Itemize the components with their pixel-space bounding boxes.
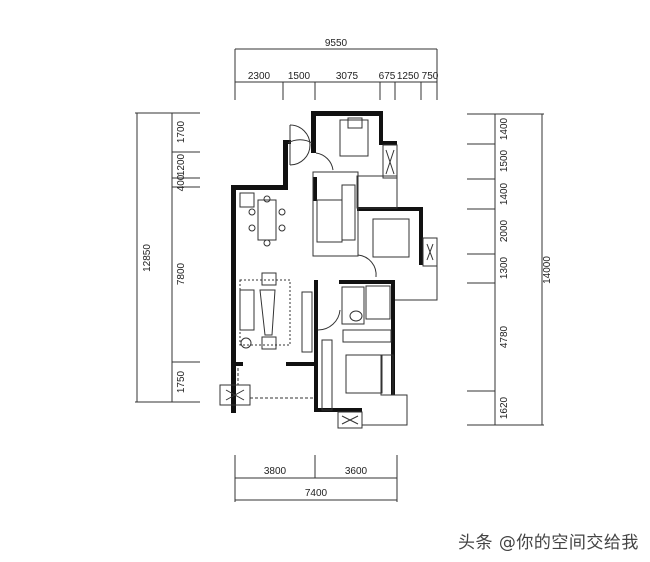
- dim-top-2: 1500: [288, 71, 311, 82]
- dim-right-1: 1400: [499, 117, 510, 140]
- dim-top-total: 9550: [325, 38, 348, 49]
- dim-right-total: 14000: [542, 256, 553, 284]
- dim-left-3: 400: [176, 174, 187, 191]
- watermark: 头条 @你的空间交给我: [458, 533, 639, 553]
- dim-left-total: 12850: [142, 244, 153, 272]
- dim-bottom-1: 3800: [264, 466, 287, 477]
- dim-right-6: 4780: [499, 325, 510, 348]
- walls: [231, 111, 423, 413]
- dimension-labels: 9550 2300 1500 3075 675 1250 750 12850 1…: [142, 38, 553, 499]
- dim-right-3: 1400: [499, 182, 510, 205]
- dim-left-2: 1200: [176, 153, 187, 176]
- dim-bottom-total: 7400: [305, 488, 328, 499]
- dim-top-5: 1250: [397, 71, 420, 82]
- dim-left-4: 7800: [176, 262, 187, 285]
- dim-top-6: 750: [422, 71, 439, 82]
- dim-top-1: 2300: [248, 71, 271, 82]
- dim-right-2: 1500: [499, 149, 510, 172]
- dim-right-5: 1300: [499, 256, 510, 279]
- dim-right-7: 1620: [499, 396, 510, 419]
- dim-left-1: 1700: [176, 120, 187, 143]
- dim-top-3: 3075: [336, 71, 359, 82]
- dim-bottom-2: 3600: [345, 466, 368, 477]
- dim-top-4: 675: [379, 71, 396, 82]
- dim-left-5: 1750: [176, 370, 187, 393]
- dimension-lines: [135, 48, 544, 502]
- dim-right-4: 2000: [499, 219, 510, 242]
- fixtures-and-thin-walls: [219, 117, 438, 429]
